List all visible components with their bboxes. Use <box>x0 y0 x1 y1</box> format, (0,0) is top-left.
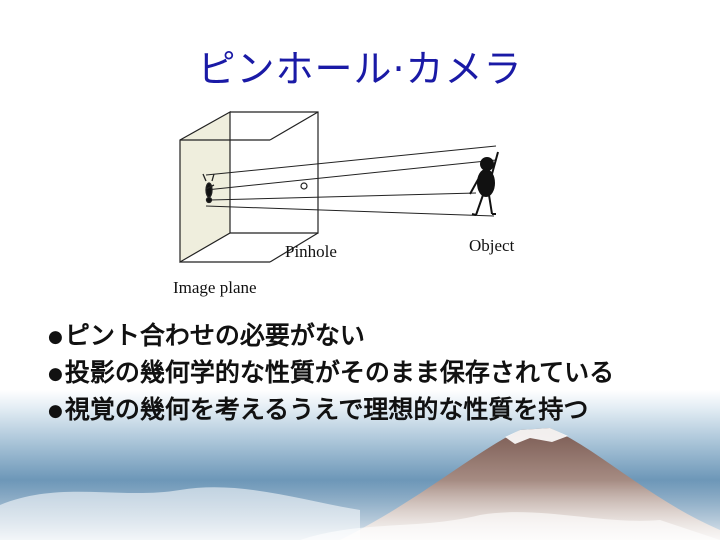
mountain-snow <box>505 428 568 444</box>
image-plane <box>179 110 231 264</box>
object-label: Object <box>469 236 515 255</box>
pinhole-label: Pinhole <box>285 242 337 261</box>
bottom-fade <box>0 480 720 540</box>
pinhole-point <box>300 182 308 190</box>
bullet-marker: ● <box>48 364 63 384</box>
image-plane-label: Image plane <box>173 278 257 297</box>
slide-title: ピンホール·カメラ <box>197 47 523 91</box>
bullet-text: ピント合わせの必要がない <box>64 321 365 350</box>
bullet-item: ●ピント合わせの必要がない <box>48 318 614 355</box>
bullet-item: ●投影の幾何学的な性質がそのまま保存されている <box>48 355 614 392</box>
object-figure <box>469 151 499 216</box>
bullet-list: ●ピント合わせの必要がない ●投影の幾何学的な性質がそのまま保存されている ●視… <box>48 318 614 429</box>
bullet-marker: ● <box>48 327 63 347</box>
camera-box <box>180 111 319 263</box>
bullet-text: 視覚の幾何を考えるうえで理想的な性質を持つ <box>64 395 589 424</box>
bullet-marker: ● <box>48 401 63 421</box>
bullet-item: ●視覚の幾何を考えるうえで理想的な性質を持つ <box>48 392 614 429</box>
projection-rays <box>205 145 497 217</box>
bullet-text: 投影の幾何学的な性質がそのまま保存されている <box>64 358 615 387</box>
inverted-image-figure <box>202 173 215 204</box>
